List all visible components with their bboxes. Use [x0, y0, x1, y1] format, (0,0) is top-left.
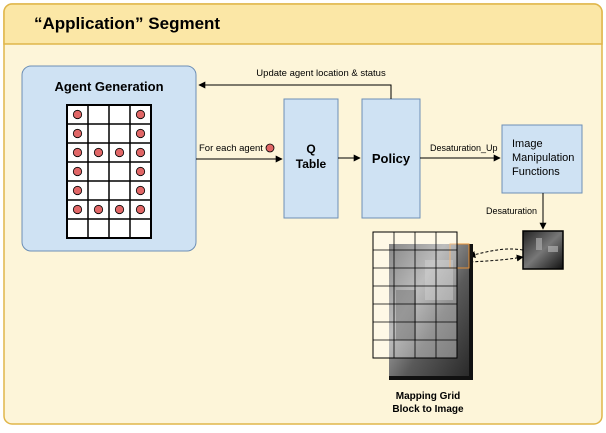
image-functions-line2: Manipulation	[512, 152, 574, 164]
desaturated-thumbnail	[522, 230, 564, 270]
agent-dot	[135, 147, 146, 158]
agent-dot	[72, 204, 83, 215]
agent-dot	[135, 185, 146, 196]
mapping-photo-figure	[396, 290, 416, 340]
agent-dot	[135, 128, 146, 139]
agent-generation-node: Agent Generation	[21, 65, 197, 252]
mapping-grid-figure: Mapping Grid Block to Image	[372, 231, 473, 415]
agent-dot	[93, 147, 104, 158]
q-table-node: Q Table	[283, 98, 339, 219]
segment-title: “Application” Segment	[34, 14, 220, 33]
feedback-arrow	[198, 81, 392, 99]
edges: Update agent location & status For each …	[196, 68, 547, 263]
desaturation-label: Desaturation	[486, 206, 537, 216]
agent-dot	[72, 128, 83, 139]
agent-grid	[66, 104, 152, 239]
agent-dot	[72, 109, 83, 120]
agent-dot	[114, 147, 125, 158]
agent-dot	[135, 109, 146, 120]
policy-label: Policy	[372, 151, 411, 166]
desaturation-up-label: Desaturation_Up	[430, 143, 498, 153]
image-functions-box	[501, 124, 583, 194]
policy-node: Policy	[361, 98, 421, 219]
image-functions-node: Image Manipulation Functions	[501, 124, 583, 194]
mapping-highlight-cell	[449, 243, 470, 269]
mapping-grid-lines	[372, 231, 458, 359]
image-functions-line3: Functions	[512, 166, 560, 178]
mapping-photo-highlight	[425, 260, 453, 300]
mapping-label-line1: Mapping Grid	[396, 391, 460, 402]
thumbnail-detail	[536, 238, 542, 250]
feedback-label: Update agent location & status	[256, 68, 386, 79]
agent-dot-icon	[265, 143, 275, 153]
agent-dot	[72, 166, 83, 177]
policy-box	[361, 98, 421, 219]
agent-dot	[72, 185, 83, 196]
agent-dot	[135, 204, 146, 215]
q-table-label-line2: Table	[296, 157, 327, 171]
image-functions-line1: Image	[512, 138, 543, 150]
q-table-label-line1: Q	[306, 142, 315, 156]
agent-generation-label: Agent Generation	[54, 79, 163, 94]
grid-to-thumbnail-arrow	[468, 254, 524, 263]
agent-dot	[72, 147, 83, 158]
thumbnail-detail-2	[548, 246, 558, 252]
q-table-box	[283, 98, 339, 219]
thumbnail-to-grid-arrow	[468, 248, 524, 258]
agent-dot	[135, 166, 146, 177]
agent-dot	[114, 204, 125, 215]
agent-dot	[93, 204, 104, 215]
for-each-label: For each agent	[199, 143, 263, 154]
mapping-label-line2: Block to Image	[392, 404, 464, 415]
